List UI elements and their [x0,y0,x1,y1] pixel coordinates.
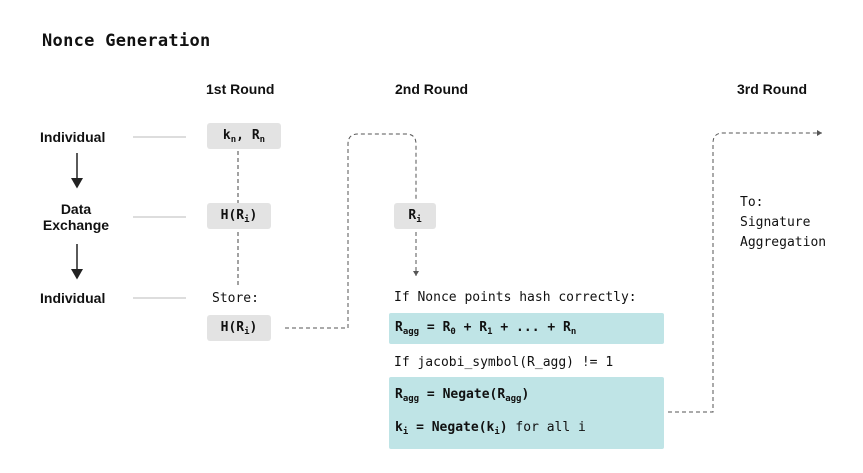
agg-mid: + ... + R [492,320,571,335]
k-symbol: k [222,128,231,143]
neg-r2-sub: agg [505,394,522,404]
neg-r: R [395,387,403,402]
to-label: To: [740,195,764,210]
stored-sub: i [244,327,250,337]
signature-label: Signature [740,215,811,230]
row-label-data: Data [60,201,92,217]
round2-to-round3-path [668,130,822,413]
neg-r-sub: agg [402,394,420,404]
stored-hash-box: H(Ri) [207,315,271,341]
page-title: Nonce Generation [42,31,211,51]
row-label-data-exchange: Data Exchange [40,201,112,233]
negate-r-formula: Ragg = Negate(Ragg) [395,387,530,404]
r-subscript: n [259,135,266,145]
r-symbol: R [251,128,260,143]
aggregation-formula: Ragg = R0 + R1 + ... + Rn [395,320,577,337]
agg-r-sub: agg [402,327,420,337]
commit-box: kn, Rn [207,123,281,149]
agg-sub-0: 0 [450,327,456,337]
exchanged-r: R [408,208,417,223]
exchanged-r-box: Ri [394,203,436,229]
agg-r: R [395,320,403,335]
neg-r-post: ) [521,387,530,402]
hash-box: H(Ri) [207,203,271,229]
neg-r-mid: = Negate(R [419,387,506,402]
store-label: Store: [212,291,259,306]
round3-destination: To: Signature Aggregation [740,193,826,253]
neg-k-tail: for all i [507,420,586,435]
row-label-individual-1: Individual [40,129,106,145]
exchanged-sub: i [416,215,422,225]
aggregation-box: Ragg = R0 + R1 + ... + Rn [389,313,664,344]
stored-pre: H(R [220,320,245,335]
neg-k: k [395,420,403,435]
row-label-individual-2: Individual [40,290,106,306]
column-3rd-round: 3rd Round [737,81,807,97]
negate-k-formula: ki = Negate(ki) for all i [395,420,586,437]
neg-k-mid: = Negate(k [408,420,495,435]
round1-to-round2-path [285,133,417,329]
hash-check-text: If Nonce points hash correctly: [394,290,637,305]
hash-post: ) [249,208,258,223]
neg-k-sub: i [402,427,409,437]
separator: , [236,128,252,143]
row-label-exchange: Exchange [42,217,110,233]
k-subscript: n [230,135,237,145]
hash-sub: i [244,215,250,225]
column-1st-round: 1st Round [206,81,275,97]
agg-sub-n: n [570,327,577,337]
stored-post: ) [249,320,258,335]
negate-box: Ragg = Negate(Ragg) ki = Negate(ki) for … [389,377,664,449]
agg-plus-1: + R [455,320,488,335]
agg-eq: = R [419,320,451,335]
neg-k-post: ) [499,420,508,435]
aggregation-label: Aggregation [740,235,827,250]
neg-k2-sub: i [494,427,500,437]
jacobi-check-text: If jacobi_symbol(R_agg) != 1 [394,355,614,370]
agg-sub-1: 1 [487,327,493,337]
column-2nd-round: 2nd Round [395,81,469,97]
hash-pre: H(R [220,208,245,223]
